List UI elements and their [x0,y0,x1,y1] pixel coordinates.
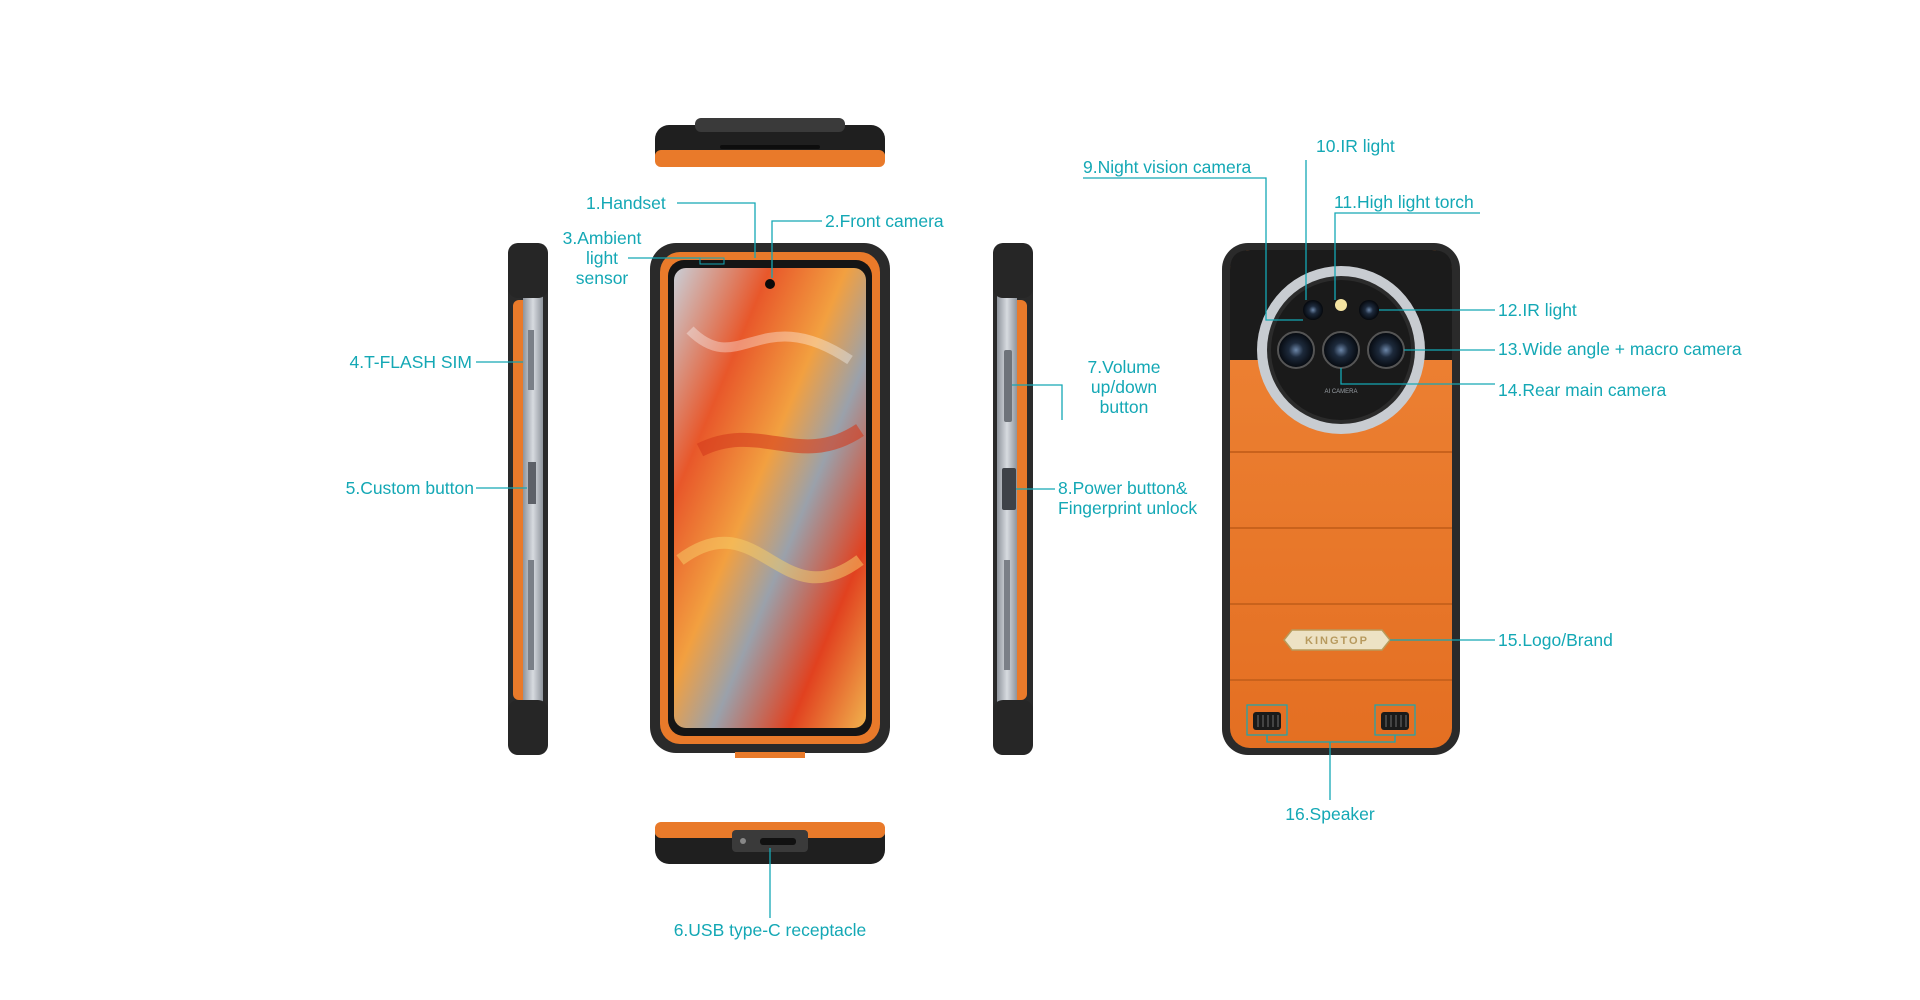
phone-right-side-view [993,243,1033,755]
label-night-vision: 9.Night vision camera [1083,157,1252,177]
phone-back-view: AI CAMERA KINGTOP [1222,243,1460,755]
camera-text: AI CAMERA [1324,389,1357,395]
label-ir-light-10: 10.IR light [1316,136,1395,156]
label-power-line2: Fingerprint unlock [1058,498,1198,518]
volume-button [1004,350,1012,422]
camera-lens-left [1277,331,1315,369]
label-torch: 11.High light torch [1334,192,1474,212]
svg-text:KINGTOP: KINGTOP [1305,635,1369,647]
label-ambient-line3: sensor [575,268,629,288]
label-tflash: 4.T-FLASH SIM [349,352,472,372]
speaker-left [1253,712,1281,730]
torch-icon [1335,299,1347,311]
front-camera-icon [765,279,775,289]
camera-lens-center [1322,331,1360,369]
label-logo: 15.Logo/Brand [1498,630,1613,650]
phone-top-view [655,118,885,167]
phone-bottom-view [655,822,885,864]
label-volume-line2: up/down [1090,377,1158,397]
label-power-line1: 8.Power button& [1058,478,1188,498]
label-front-camera: 2.Front camera [825,211,944,231]
label-rear-main: 14.Rear main camera [1498,380,1667,400]
leader-lines [476,160,1495,918]
camera-lens-right [1367,331,1405,369]
label-ir-light-12: 12.IR light [1498,300,1577,320]
night-vision-camera-icon [1303,300,1323,320]
label-ambient-line1: 3.Ambient [562,228,642,248]
label-handset: 1.Handset [586,193,666,213]
phone-left-side-view [508,243,548,755]
power-button [1002,468,1016,510]
front-screen [674,268,866,728]
label-speaker: 16.Speaker [1285,804,1375,824]
label-volume-line3: button [1099,397,1149,417]
label-wide-angle: 13.Wide angle + macro camera [1498,339,1742,359]
ambient-sensor-mark [699,257,725,265]
label-usb: 6.USB type-C receptacle [673,920,867,940]
label-volume-line1: 7.Volume [1087,357,1161,377]
brand-logo: KINGTOP [1283,629,1391,651]
phone-front-view [650,243,890,758]
speaker-right [1381,712,1409,730]
label-custom-button: 5.Custom button [345,478,474,498]
ir-light-icon [1359,300,1379,320]
label-ambient-line2: light [585,248,619,268]
